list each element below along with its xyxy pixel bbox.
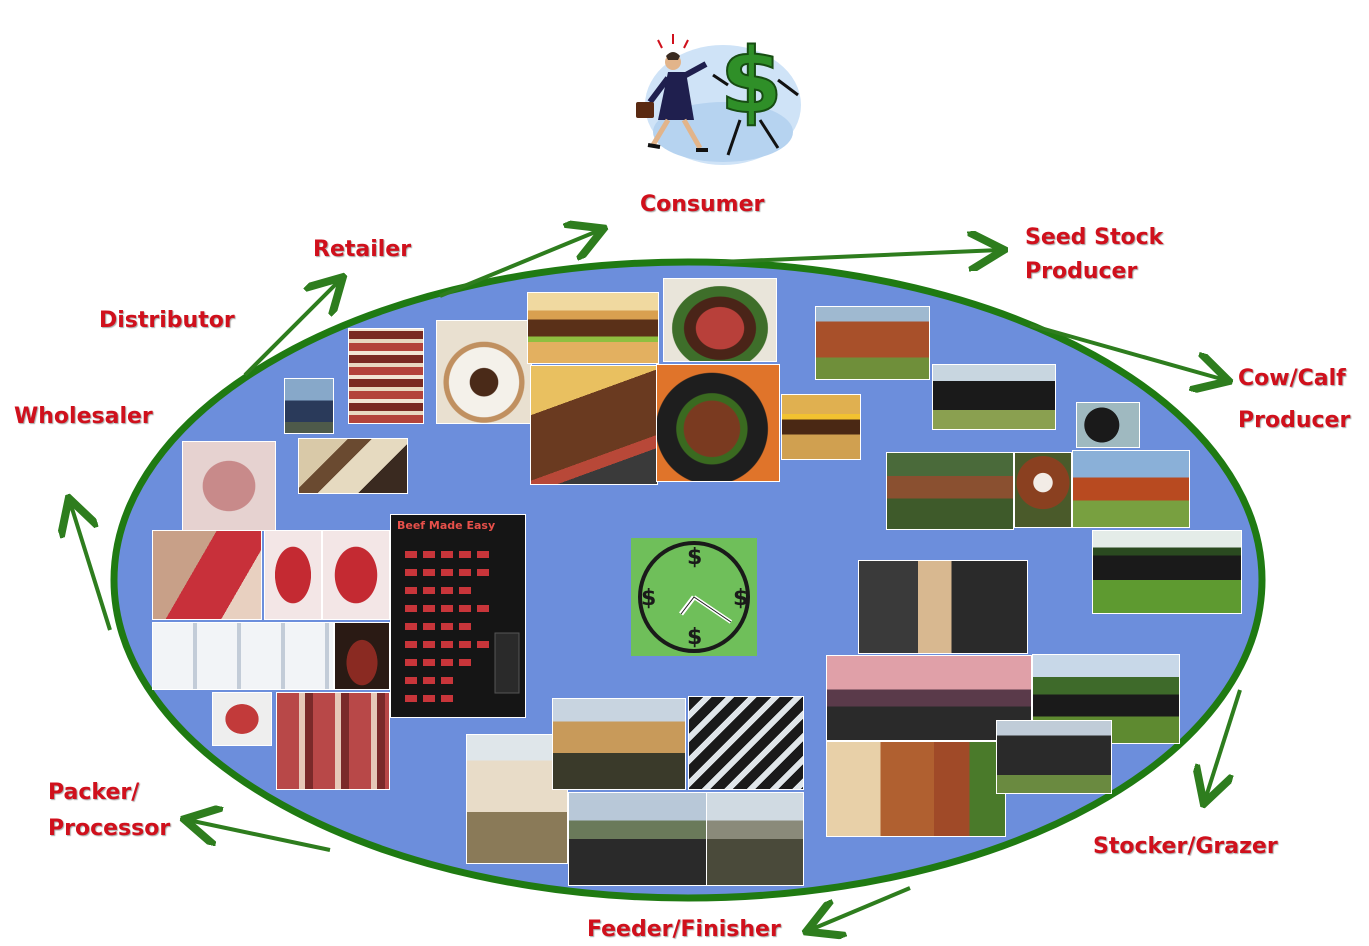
beef-cuts-grid	[405, 551, 520, 702]
arrow-to-consumer	[439, 230, 600, 298]
clock-dollar-right: $	[733, 586, 748, 611]
arrow-to-wholesaler	[70, 502, 112, 631]
vacuum-packed-beef-photo	[182, 441, 276, 531]
black-angus-bull-photo	[932, 364, 1056, 430]
label-seed-stock-producer: Seed Stock Producer	[1025, 225, 1163, 286]
arrow-to-feeder	[810, 886, 911, 930]
arrow-to-packer	[188, 820, 331, 852]
arrow-to-stocker	[1205, 689, 1242, 800]
steers-group-photo	[858, 560, 1028, 654]
bacon-wrapped-steak-photo	[656, 364, 780, 482]
label-cow-calf-producer: Cow/Calf Producer	[1238, 366, 1350, 435]
boxed-beef-photo	[152, 622, 334, 690]
dry-aged-beef-photo	[334, 622, 390, 690]
label-packer-line2: Processor	[48, 816, 171, 842]
wholesale-cut-photo	[152, 530, 262, 620]
steak-dinner-photo	[436, 320, 532, 424]
steak-fries-photo	[530, 365, 658, 485]
mixed-cattle-grazing-photo	[826, 741, 1006, 837]
label-packer-line1: Packer/	[48, 780, 140, 805]
label-stocker-grazer: Stocker/Grazer	[1093, 834, 1278, 859]
arrow-to-retailer	[243, 280, 340, 377]
ribeye-steak-photo-2	[322, 530, 390, 620]
label-consumer: Consumer	[640, 192, 765, 217]
truck-photo	[284, 378, 334, 434]
arrow-to-cow-calf	[1029, 323, 1225, 380]
red-cow-field-photo	[1072, 450, 1190, 528]
feed-truck-photo	[706, 792, 804, 886]
label-cow-calf-line2: Producer	[1238, 408, 1351, 434]
feedlot-pens-photo	[568, 792, 708, 886]
label-seed-stock-line1: Seed Stock	[1025, 225, 1164, 250]
carcass-photo	[276, 692, 390, 790]
label-seed-stock-line2: Producer	[1025, 259, 1138, 285]
cattle-at-bunk-photo	[552, 698, 686, 790]
label-packer-processor: Packer/ Processor	[48, 780, 170, 843]
label-retailer: Retailer	[313, 237, 412, 262]
label-distributor: Distributor	[99, 308, 235, 333]
svg-text:$: $	[720, 29, 783, 134]
businesswoman-chasing-dollar-icon: $	[636, 28, 801, 165]
clock-dollar-left: $	[641, 586, 656, 611]
hereford-face-photo	[1014, 452, 1072, 528]
beef-cuts-poster: Beef Made Easy	[390, 514, 526, 718]
poster-title: Beef Made Easy	[397, 519, 496, 532]
black-calf-photo	[1076, 402, 1140, 448]
label-feeder-finisher: Feeder/Finisher	[587, 917, 781, 942]
label-cow-calf-line1: Cow/Calf	[1238, 366, 1346, 391]
clock-dollar-top: $	[687, 545, 702, 570]
cow-herd-pasture-photo	[886, 452, 1014, 530]
label-wholesaler: Wholesaler	[14, 404, 153, 429]
hereford-bull-photo	[815, 306, 930, 380]
clock-dollar-bottom: $	[687, 625, 702, 650]
t-bone-steak-photo	[212, 692, 272, 746]
holstein-feedlot-photo	[688, 696, 804, 790]
dollar-clock-icon: $ $ $ $	[631, 538, 757, 656]
feedlot-cattle-eating-photo	[466, 734, 568, 864]
meat-case-photo	[348, 328, 424, 424]
black-cows-grazing-photo	[1092, 530, 1242, 614]
sliced-steak-photo	[663, 278, 777, 362]
black-angus-trio-photo	[996, 720, 1112, 794]
cheeseburger-photo	[781, 394, 861, 460]
arrow-to-seed-stock	[719, 250, 1000, 262]
forklift-photo	[298, 438, 408, 494]
ribeye-steak-photo-1	[264, 530, 322, 620]
burger-photo	[527, 292, 659, 364]
